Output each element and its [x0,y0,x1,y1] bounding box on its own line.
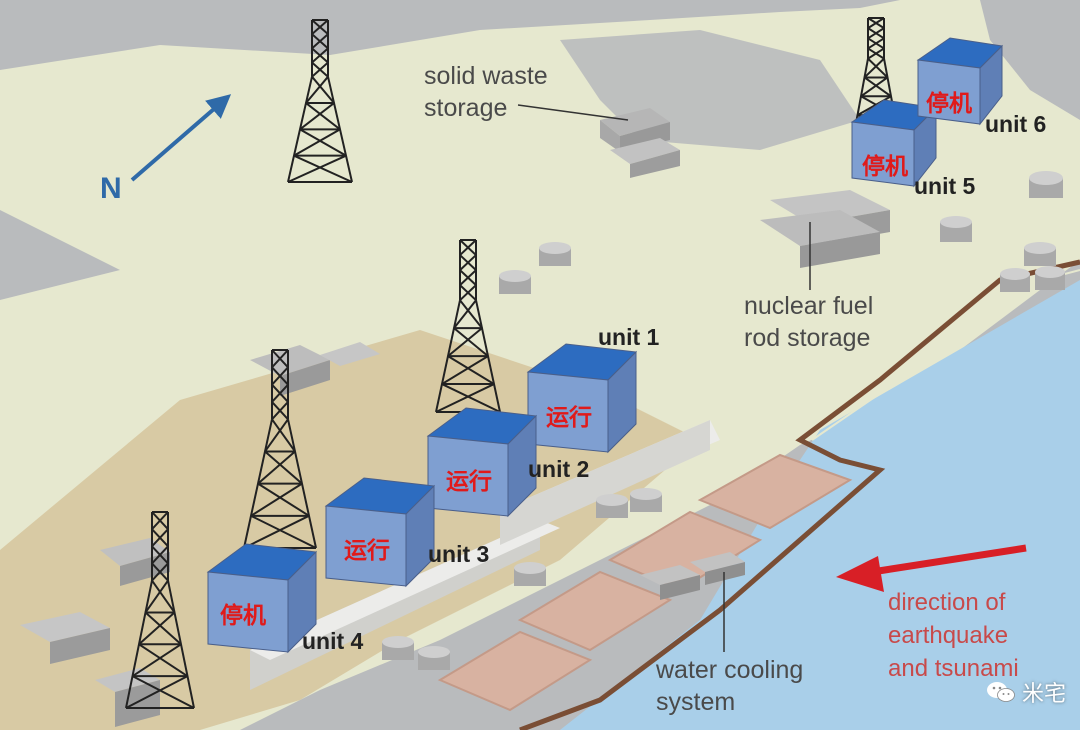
unit-3-label: unit 3 [428,541,490,567]
unit-4-label: unit 4 [302,628,364,654]
direction-line-3: and tsunami [888,655,1019,682]
reactor-5 [850,99,938,188]
tower-1 [287,19,353,183]
unit-3-status: 运行 [344,537,390,563]
unit-2-label: unit 2 [528,456,590,482]
nuclear-fuel-label: nuclear fuel rod storage [744,290,873,354]
watermark-text: 米宅 [1021,681,1066,706]
reactor-2 [426,407,538,518]
reactor-4 [206,543,318,654]
unit-2-status: 运行 [446,468,492,494]
outbuildings [20,108,890,727]
solid-waste-label: solid waste storage [424,60,548,124]
tsunami-arrow [836,544,1027,592]
unit-4-status: 停机 [220,602,266,628]
tower-5 [853,17,899,135]
direction-label: direction of earthquake and tsunami [888,586,1019,685]
nuclear-fuel-line-1: nuclear fuel [744,292,874,320]
breakwater [519,259,1080,730]
reactor-buildings [206,37,1004,654]
solid-waste-line-1: solid waste [424,62,548,90]
unit-5-label: unit 5 [914,173,976,199]
unit-5-status: 停机 [862,153,908,179]
reactor-1 [526,343,638,454]
direction-line-1: direction of [888,589,1006,616]
water-cooling-label: water cooling system [656,654,803,718]
sea [560,280,1080,730]
reactor-6 [916,37,1004,126]
leader-lines [517,104,811,652]
north-arrow [130,94,232,182]
exhaust-towers [125,17,899,709]
cooling-pools [437,453,853,712]
nuclear-fuel-line-2: rod storage [744,324,871,352]
unit-6-label: unit 6 [985,111,1047,137]
reactor-3 [324,477,436,588]
inlet-east [980,0,1080,120]
unit-6-status: 停机 [926,90,972,116]
direction-line-2: earthquake [888,622,1009,649]
watermark: 米宅 [986,676,1066,708]
wechat-icon [986,682,1015,702]
solid-waste-line-2: storage [424,94,508,122]
unit-1-status: 运行 [546,404,592,430]
unit-1-label: unit 1 [598,324,660,350]
tower-4 [125,511,195,709]
storage-tanks [382,171,1065,670]
tower-2 [435,239,501,413]
north-label: N [100,172,122,205]
turbine-halls [250,420,720,690]
water-cooling-line-1: water cooling [656,656,804,684]
water-cooling-line-2: system [656,688,736,716]
